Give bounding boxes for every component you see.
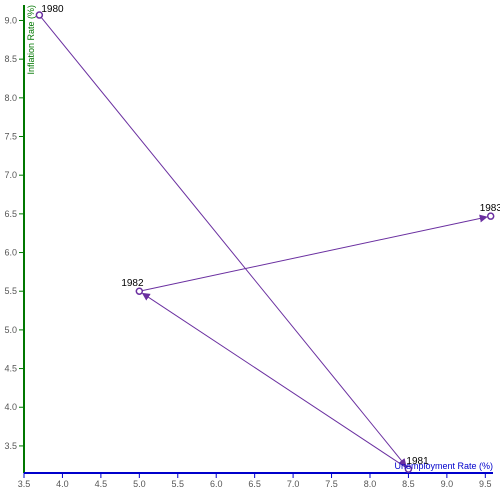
- y-tick-label: 9.0: [4, 15, 17, 25]
- y-tick-label: 5.5: [4, 286, 17, 296]
- data-point: [35, 11, 44, 19]
- series-path: [40, 17, 488, 468]
- x-tick-label: 8.5: [402, 479, 415, 489]
- y-tick-label: 6.5: [4, 209, 17, 219]
- y-tick-label: 5.0: [4, 325, 17, 335]
- data-point: [486, 212, 495, 220]
- x-axis-ticks: 3.5 4.0 4.5 5.0 5.5 6.0 6.5 7.0 7.5 8.0 8.5 9.0 9.5: [18, 473, 492, 489]
- x-tick-label: 8.0: [364, 479, 377, 489]
- series-segment: [142, 214, 488, 292]
- y-tick-label: 4.5: [4, 364, 17, 374]
- x-tick-label: 4.0: [56, 479, 69, 489]
- x-tick-label: 4.5: [95, 479, 108, 489]
- x-tick-label: 6.5: [248, 479, 261, 489]
- y-tick-label: 4.0: [4, 402, 17, 412]
- x-tick-label: 9.5: [479, 479, 492, 489]
- x-tick-label: 9.0: [441, 479, 454, 489]
- point-label: 1983: [480, 203, 500, 214]
- series-segment: [141, 292, 407, 468]
- x-axis-title: Unemployment Rate (%): [394, 461, 493, 471]
- x-tick-label: 6.0: [210, 479, 223, 489]
- point-label: 1982: [121, 278, 144, 289]
- y-axis-ticks: 3.5 4.0 4.5 5.0 5.5 6.0 6.5 7.0 7.5 8.0 8.5 9.0: [4, 15, 24, 451]
- x-tick-label: 5.0: [133, 479, 146, 489]
- y-tick-label: 8.5: [4, 54, 17, 64]
- point-label: 1980: [41, 4, 64, 15]
- y-tick-label: 8.0: [4, 93, 17, 103]
- x-tick-label: 7.0: [287, 479, 300, 489]
- y-tick-label: 7.5: [4, 132, 17, 142]
- series-segment: [40, 17, 407, 467]
- y-axis-title: Inflation Rate (%): [26, 5, 36, 75]
- data-points: 1980 1981 1982 1983: [35, 4, 500, 473]
- x-tick-label: 3.5: [18, 479, 31, 489]
- data-point: [404, 465, 413, 473]
- data-point: [135, 287, 144, 295]
- x-tick-label: 7.5: [325, 479, 338, 489]
- y-tick-label: 7.0: [4, 170, 17, 180]
- point-label: 1981: [406, 456, 429, 467]
- y-tick-label: 3.5: [4, 441, 17, 451]
- x-tick-label: 5.5: [172, 479, 185, 489]
- y-tick-label: 6.0: [4, 248, 17, 258]
